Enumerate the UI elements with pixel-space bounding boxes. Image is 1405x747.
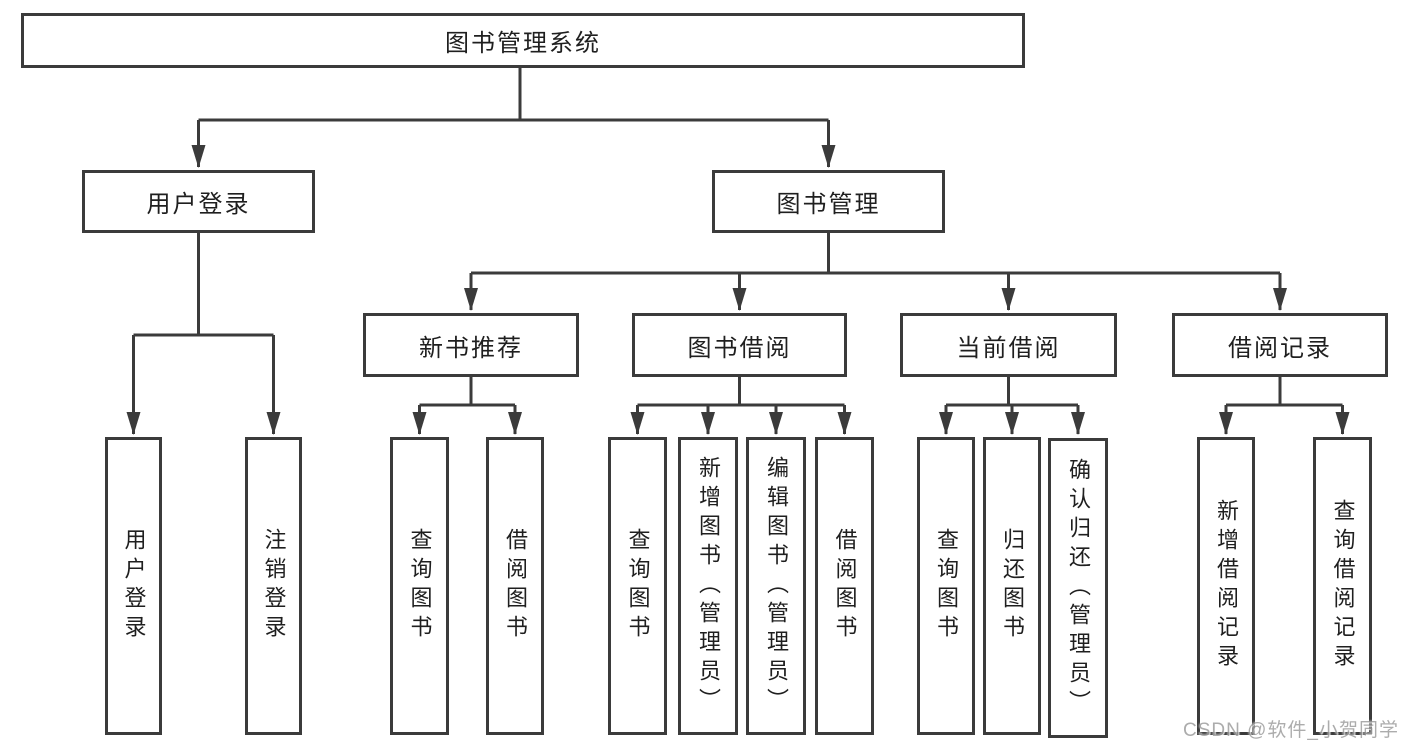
node-label: 新书推荐 [419,334,523,362]
connector-borrowing-records-to-leaves [1219,377,1350,435]
node-label: 确认归还（管理员） [1066,457,1091,719]
node-label: 借阅图书 [832,528,858,644]
node-label: 用户登录 [121,528,147,644]
node-label: 当前借阅 [956,334,1061,362]
node-leaf-borrow-books-1: 借阅图书 [486,437,544,735]
node-book-management-branch: 图书管理 [712,170,945,233]
connector-user-login-to-leaves [126,233,281,435]
node-leaf-add-books-admin: 新增图书（管理员） [678,437,738,735]
node-leaf-user-login: 用户登录 [105,437,162,735]
node-leaf-query-books-3: 查询图书 [917,437,975,735]
node-label: 归还图书 [1000,528,1025,644]
node-book-borrowing: 图书借阅 [632,313,847,377]
node-user-login-branch: 用户登录 [82,170,315,233]
connector-current-borrowing-to-leaves [939,377,1085,435]
node-label: 查询借阅记录 [1330,499,1356,673]
node-leaf-add-borrow-record: 新增借阅记录 [1197,437,1255,735]
node-leaf-borrow-books-2: 借阅图书 [815,437,874,735]
node-label: 图书借阅 [687,334,792,362]
node-label: 编辑图书（管理员） [764,455,789,717]
csdn-watermark: CSDN @软件_小贺同学 [1183,720,1399,741]
connector-book-management-to-level3 [464,233,1287,311]
connector-new-book-recommend-to-leaves [412,377,522,435]
node-label: 图书管理 [776,191,881,218]
node-label: 查询图书 [625,528,651,644]
node-label: 借阅记录 [1228,334,1332,362]
node-borrowing-records: 借阅记录 [1172,313,1388,377]
node-label: 用户登录 [146,191,251,218]
node-label: 图书管理系统 [445,30,601,57]
node-label: 查询图书 [407,528,433,644]
node-label: 新增图书（管理员） [696,455,721,717]
node-leaf-edit-books-admin: 编辑图书（管理员） [746,437,806,735]
node-leaf-query-borrow-record: 查询借阅记录 [1313,437,1372,735]
node-leaf-return-books: 归还图书 [983,437,1041,735]
node-library-management-system: 图书管理系统 [21,13,1025,68]
node-label: 借阅图书 [503,528,528,644]
node-label: 查询图书 [934,528,959,644]
node-leaf-logout: 注销登录 [245,437,302,735]
connector-root-to-level2 [191,68,836,168]
node-leaf-confirm-return-admin: 确认归还（管理员） [1048,438,1108,738]
node-label: 新增借阅记录 [1214,499,1239,673]
connector-book-borrowing-to-leaves [630,377,852,435]
node-current-borrowing: 当前借阅 [900,313,1117,377]
node-leaf-query-books-1: 查询图书 [390,437,449,735]
node-label: 注销登录 [261,528,287,644]
node-leaf-query-books-2: 查询图书 [608,437,667,735]
node-new-book-recommend: 新书推荐 [363,313,579,377]
